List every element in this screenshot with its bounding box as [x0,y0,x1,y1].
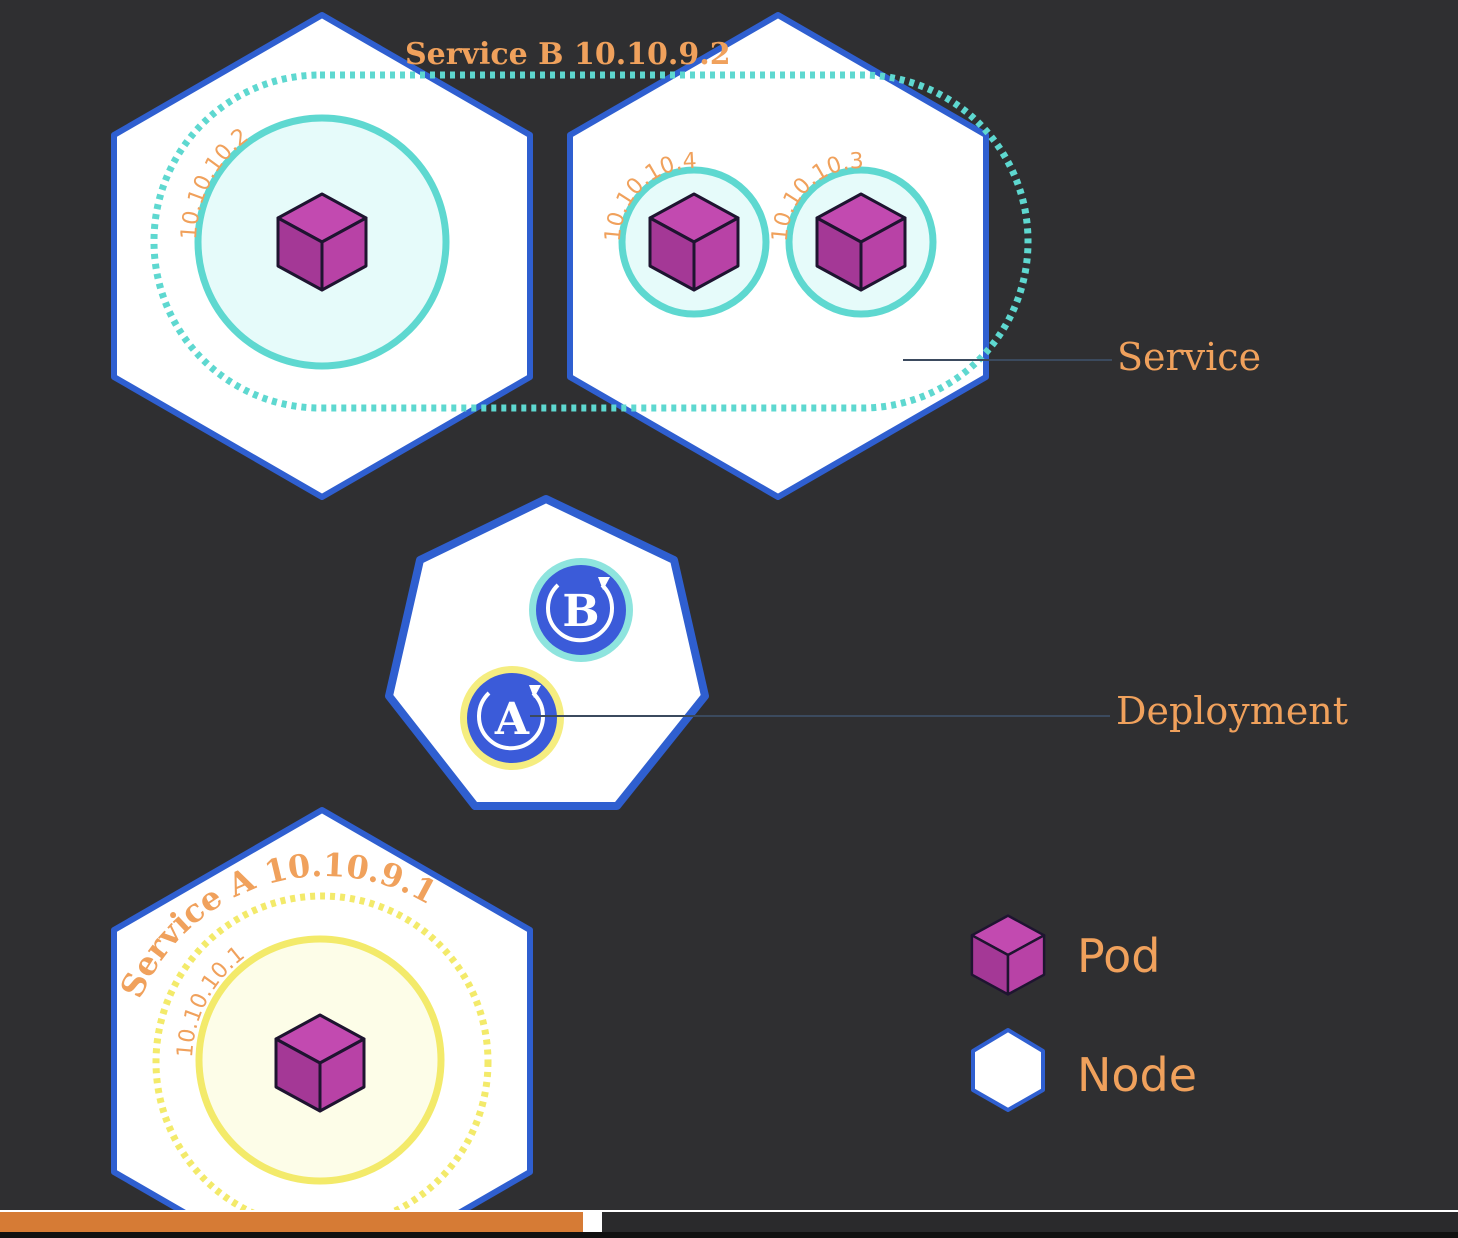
progress-fill [0,1212,583,1232]
progress-track-remaining[interactable] [602,1212,1458,1232]
legend: Pod Node [970,914,1197,1112]
node-right [567,12,989,500]
service-b-boundary [150,71,1032,412]
deployment-letter: B [562,586,599,637]
deployment-b-icon: B [529,558,633,662]
legend-node-label: Node [1077,1048,1197,1102]
deployment-a-icon: A [460,666,564,770]
service-b-label: Service B 10.10.9.2 [405,37,731,72]
service-callout-label: Service [1117,335,1261,379]
hexagon-icon [971,1028,1045,1112]
progress-bottom-border [0,1232,1458,1238]
cube-icon [970,914,1046,996]
deployment-node [385,495,709,810]
deployment-letter: A [494,694,530,745]
video-progress-bar[interactable] [0,1210,1458,1238]
deployment-callout-label: Deployment [1116,689,1348,733]
legend-pod-label: Pod [1077,929,1160,983]
